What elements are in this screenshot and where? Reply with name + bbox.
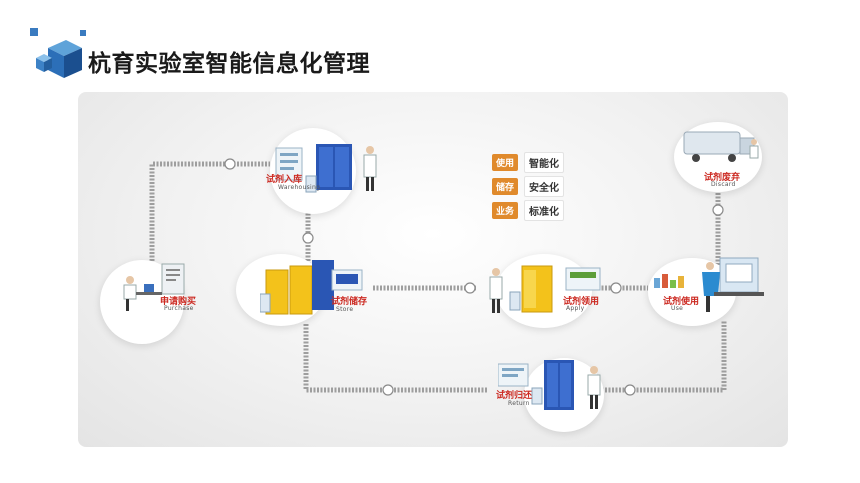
feature-tag: 储存 安全化: [492, 176, 565, 197]
warehouse-cabinet-icon: [275, 144, 377, 193]
store-label-en: Store: [336, 306, 354, 313]
process-diagram-panel: 使用 智能化 储存 安全化 业务 标准化 试剂入库 Warehousing 申请…: [78, 92, 788, 447]
apply-cabinet-icon: [489, 265, 601, 313]
feature-tag: 使用 智能化: [492, 152, 565, 173]
feature-tag-value: 智能化: [524, 152, 565, 173]
waste-truck-icon: [683, 131, 759, 162]
warehousing-label: 试剂入库: [266, 175, 303, 185]
page-title: 杭育实验室智能信息化管理: [88, 51, 370, 77]
apply-label-en: Apply: [566, 305, 585, 312]
feature-tag-value: 安全化: [524, 176, 565, 197]
use-label: 试剂使用: [663, 297, 700, 307]
feature-tag: 业务 标准化: [492, 200, 565, 221]
discard-label-en: Discard: [711, 181, 736, 188]
return-cabinet-icon: [498, 360, 601, 410]
lab-bench-icon: [654, 257, 764, 312]
feature-tag-value: 标准化: [524, 200, 565, 221]
flow-connector-lines: [149, 158, 727, 396]
feature-tag-key: 使用: [492, 154, 519, 171]
return-label-en: Return: [508, 400, 530, 407]
return-label: 试剂归还: [496, 391, 533, 401]
store-label: 试剂储存: [331, 297, 368, 307]
logo-cube-icon: [30, 28, 86, 78]
purchase-label: 申请购买: [160, 297, 197, 307]
feature-tag-key: 业务: [492, 202, 519, 219]
discard-label: 试剂废弃: [704, 173, 741, 183]
apply-label: 试剂领用: [563, 297, 600, 307]
storage-cabinet-icon: [260, 260, 363, 315]
feature-tag-key: 储存: [492, 178, 519, 195]
warehousing-label-en: Warehousing: [278, 184, 321, 191]
use-label-en: Use: [671, 305, 684, 312]
purchase-desk-icon: [123, 263, 185, 311]
purchase-label-en: Purchase: [164, 305, 194, 312]
